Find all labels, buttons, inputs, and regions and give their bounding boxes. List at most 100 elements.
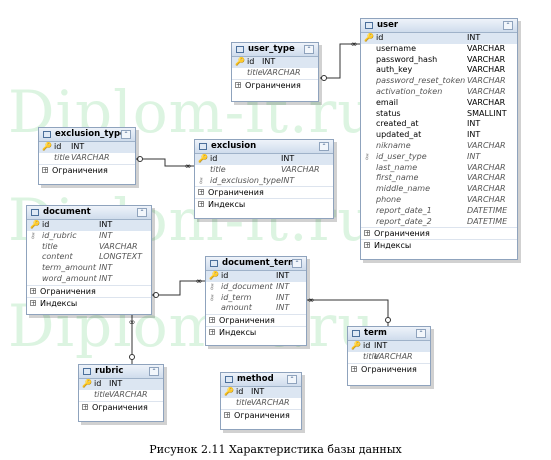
section-constraints[interactable]: +Ограничения xyxy=(232,78,318,91)
primary-key-icon: 🔑 xyxy=(42,142,52,151)
expand-plus-icon[interactable]: + xyxy=(30,299,37,307)
expand-plus-icon[interactable]: + xyxy=(209,317,216,325)
collapse-chevron-icon[interactable]: ⌃ xyxy=(287,375,297,384)
table-header[interactable]: exclusion⌃ xyxy=(195,140,333,154)
collapse-chevron-icon[interactable]: ⌃ xyxy=(292,259,302,268)
collapse-chevron-icon[interactable]: ⌃ xyxy=(304,45,314,54)
expand-plus-icon[interactable]: + xyxy=(82,403,89,411)
expand-plus-icon[interactable]: + xyxy=(30,287,37,295)
expand-plus-icon[interactable]: + xyxy=(224,411,231,419)
section-constraints[interactable]: +Ограничения xyxy=(195,186,333,198)
table-header[interactable]: term⌃ xyxy=(348,327,430,341)
collapse-chevron-icon[interactable]: ⌃ xyxy=(319,142,329,151)
section-constraints[interactable]: +Ограничения xyxy=(221,408,301,421)
expand-plus-icon[interactable]: + xyxy=(351,365,358,373)
table-header[interactable]: rubric⌃ xyxy=(79,365,163,379)
section-constraints[interactable]: +Ограничения xyxy=(361,227,517,239)
section-indexes[interactable]: +Индексы xyxy=(206,326,306,338)
section-constraints[interactable]: +Ограничения xyxy=(206,314,306,326)
section-indexes[interactable]: +Индексы xyxy=(27,296,151,309)
expand-plus-icon[interactable]: + xyxy=(198,189,205,197)
section-constraints[interactable]: +Ограничения xyxy=(348,362,430,375)
section-indexes[interactable]: +Индексы xyxy=(361,239,517,251)
collapse-chevron-icon[interactable]: ⌃ xyxy=(137,208,147,217)
collapse-chevron-icon[interactable]: ⌃ xyxy=(416,329,426,338)
expand-plus-icon[interactable]: + xyxy=(364,230,371,238)
section-indexes[interactable]: +Индексы xyxy=(195,198,333,210)
collapse-chevron-icon[interactable]: ⌃ xyxy=(149,367,159,376)
relationship-one-end xyxy=(153,292,159,298)
table-header[interactable]: document_term⌃ xyxy=(206,257,306,271)
column-name: title xyxy=(94,389,110,399)
expand-plus-icon[interactable]: + xyxy=(42,166,49,174)
table-header[interactable]: user_type⌃ xyxy=(232,43,318,57)
table-header[interactable]: exclusion_type⌃ xyxy=(39,128,135,142)
expand-plus-icon[interactable]: + xyxy=(235,81,242,89)
table-icon xyxy=(210,260,218,267)
expand-plus-icon[interactable]: + xyxy=(209,329,216,337)
table-header[interactable]: method⌃ xyxy=(221,373,301,387)
expand-plus-icon[interactable]: + xyxy=(198,201,205,209)
column-name: report_date_2 xyxy=(376,216,432,226)
section-constraints[interactable]: +Ограничения xyxy=(79,400,163,413)
collapse-chevron-icon[interactable]: ⌃ xyxy=(503,21,513,30)
section-constraints[interactable]: +Ограничения xyxy=(27,284,151,297)
relationship-line xyxy=(136,158,194,167)
collapse-chevron-icon[interactable]: ⌃ xyxy=(121,130,131,139)
expand-plus-icon[interactable]: + xyxy=(364,242,371,250)
table-header[interactable]: user⌃ xyxy=(361,19,517,33)
table-header[interactable]: document⌃ xyxy=(27,206,151,220)
section-constraints[interactable]: +Ограничения xyxy=(39,163,135,176)
